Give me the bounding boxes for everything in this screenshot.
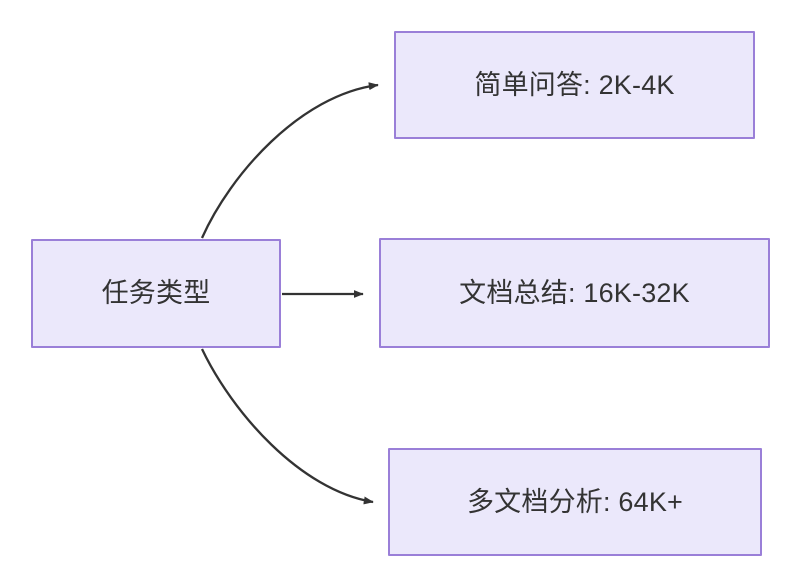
- node-simple-qa[interactable]: 简单问答: 2K-4K: [394, 31, 755, 139]
- edge-source-to-simple: [200, 82, 379, 239]
- edge-source-to-multidoc: [200, 348, 374, 505]
- node-label-simple-qa: 简单问答: 2K-4K: [474, 69, 675, 100]
- node-label-task-type: 任务类型: [101, 278, 211, 309]
- node-label-document-summary: 文档总结: 16K-32K: [459, 277, 690, 308]
- node-document-summary[interactable]: 文档总结: 16K-32K: [379, 238, 770, 348]
- node-task-type[interactable]: 任务类型: [31, 239, 281, 348]
- node-multi-document-analysis[interactable]: 多文档分析: 64K+: [388, 448, 762, 556]
- node-label-multi-document-analysis: 多文档分析: 64K+: [466, 486, 683, 517]
